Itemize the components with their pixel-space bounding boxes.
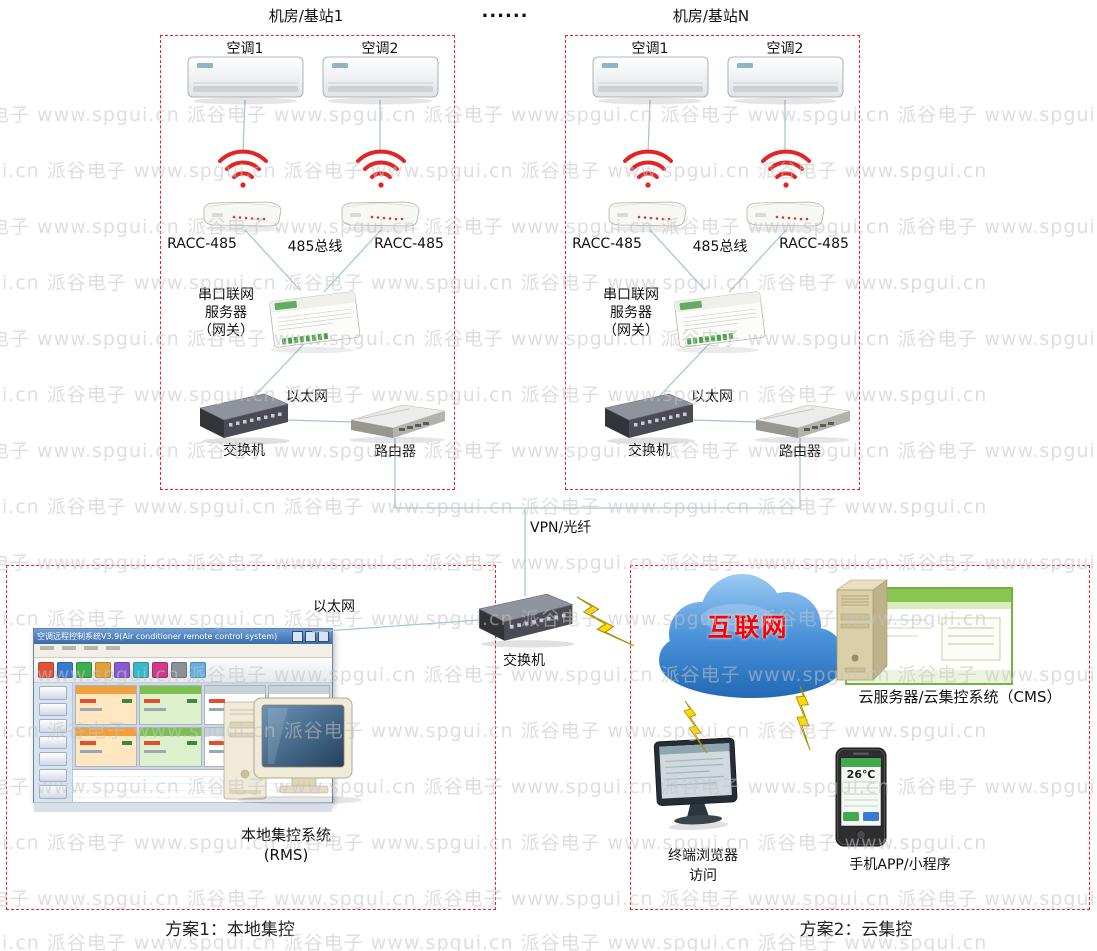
- ac-status-panel: [139, 727, 202, 767]
- terminal-label-line1: 终端浏览器: [668, 848, 738, 864]
- close-icon: [318, 631, 329, 642]
- room1-switch-label: 交换机: [223, 443, 265, 459]
- plan1-boundary: [6, 565, 496, 910]
- toolbar-icon: [76, 662, 92, 678]
- room1-bus-label: 485总线: [287, 239, 343, 255]
- toolbar-icon: [38, 662, 54, 678]
- central-switch-label: 交换机: [503, 653, 545, 669]
- room1-gateway-label-line2: 服务器: [205, 305, 247, 321]
- room1-ac1-label: 空调1: [226, 41, 264, 57]
- roomN-ac2-label: 空调2: [766, 41, 804, 57]
- room1-gateway-label-line3: （网关）: [198, 323, 254, 339]
- roomN-gateway-label-line2: 服务器: [610, 305, 652, 321]
- room1-boundary: [160, 35, 455, 490]
- roomN-switch-label: 交换机: [628, 443, 670, 459]
- room1-title: 机房/基站1: [268, 7, 344, 25]
- room1-gateway-label-line1: 串口联网: [198, 287, 254, 303]
- rms-system-label-line1: 本地集控系统: [240, 826, 332, 844]
- plan2-boundary: [630, 565, 1090, 910]
- phone-app-label: 手机APP/小程序: [849, 857, 951, 873]
- roomN-gateway-label-line3: （网关）: [603, 323, 659, 339]
- room1-ac2-label: 空调2: [361, 41, 399, 57]
- ac-status-panel: [75, 685, 138, 725]
- room1-racc-right-label: RACC-485: [374, 236, 444, 252]
- rms-software-screenshot: 空调远程控制系统V3.9(Air conditioner remote cont…: [33, 628, 333, 812]
- roomN-ethernet-label: 以太网: [691, 389, 733, 405]
- rms-system-label-line2: (RMS): [263, 846, 309, 864]
- ac-status-panel: [267, 685, 330, 725]
- rms-log-list: [73, 769, 332, 802]
- vpn-fiber-label: VPN/光纤: [530, 520, 592, 536]
- roomN-ac1-label: 空调1: [631, 41, 669, 57]
- terminal-label-line2: 访问: [689, 868, 717, 884]
- toolbar-icon: [114, 662, 130, 678]
- ac-status-panel: [75, 727, 138, 767]
- ac-status-panel: [203, 685, 266, 725]
- toolbar-icon: [95, 662, 111, 678]
- plan2-caption: 方案2：云集控: [799, 920, 913, 940]
- roomN-boundary: [565, 35, 860, 490]
- rms-toolbar: [34, 658, 332, 683]
- watermark-row: 派谷电子 www.spgui.cn 派谷电子 www.spgui.cn 派谷电子…: [0, 496, 988, 518]
- roomN-router-label: 路由器: [779, 444, 821, 460]
- ac-status-panel: [139, 685, 202, 725]
- sidebar-button: [39, 785, 67, 800]
- sidebar-button: [39, 686, 67, 700]
- ac-status-panel: [203, 727, 266, 767]
- maximize-icon: [305, 631, 316, 642]
- cloud-server-label: 云服务器/云集控系统（CMS）: [858, 688, 1062, 706]
- sidebar-button: [39, 735, 67, 750]
- internet-label: 互联网: [707, 613, 789, 642]
- roomN-racc-left-label: RACC-485: [572, 236, 642, 252]
- room1-racc-left-label: RACC-485: [167, 236, 237, 252]
- room1-ethernet-label: 以太网: [286, 389, 328, 405]
- rms-sidebar: [34, 683, 73, 802]
- rms-window-title: 空调远程控制系统V3.9(Air conditioner remote cont…: [37, 632, 278, 641]
- rms-ethernet-label: 以太网: [313, 599, 355, 615]
- sidebar-button: [39, 752, 67, 766]
- rms-statusbar: [34, 802, 332, 812]
- sidebar-button: [39, 702, 67, 717]
- toolbar-icon: [57, 662, 73, 678]
- toolbar-icon: [190, 662, 206, 678]
- sidebar-button: [39, 768, 67, 783]
- lightning-bolt-icon: [576, 596, 635, 647]
- minimize-icon: [292, 631, 303, 642]
- phone-temp-value: 26℃: [846, 768, 876, 781]
- room1-router-label: 路由器: [374, 444, 416, 460]
- plan1-caption: 方案1：本地集控: [165, 920, 295, 940]
- rms-menubar: [34, 644, 332, 658]
- rms-ac-status-grid: [73, 683, 332, 769]
- roomN-gateway-label-line1: 串口联网: [603, 287, 659, 303]
- ac-status-panel: [267, 727, 330, 767]
- toolbar-icon: [171, 662, 187, 678]
- toolbar-icon: [133, 662, 149, 678]
- roomN-title: 机房/基站N: [672, 7, 750, 25]
- roomN-racc-right-label: RACC-485: [779, 236, 849, 252]
- toolbar-icon: [152, 662, 168, 678]
- rms-window-titlebar: 空调远程控制系统V3.9(Air conditioner remote cont…: [34, 629, 332, 644]
- roomN-bus-label: 485总线: [692, 239, 748, 255]
- sidebar-button: [39, 719, 67, 733]
- rooms-separator-dots: ......: [481, 1, 529, 22]
